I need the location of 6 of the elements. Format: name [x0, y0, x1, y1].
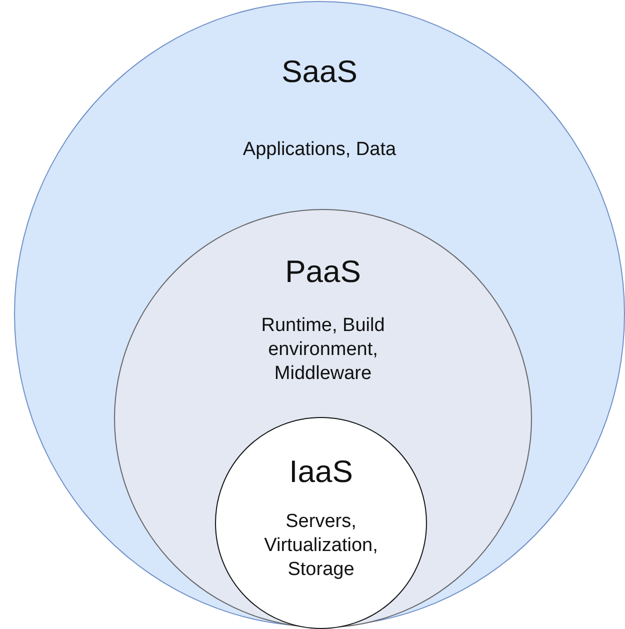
circle-title: IaaS	[289, 454, 353, 490]
circle-title: PaaS	[285, 254, 361, 290]
circle-title: SaaS	[282, 54, 358, 90]
circle-description: Servers, Virtualization, Storage	[263, 510, 379, 582]
circle-description: Applications, Data	[242, 138, 398, 162]
circle-description: Runtime, Build environment, Middleware	[260, 314, 386, 386]
